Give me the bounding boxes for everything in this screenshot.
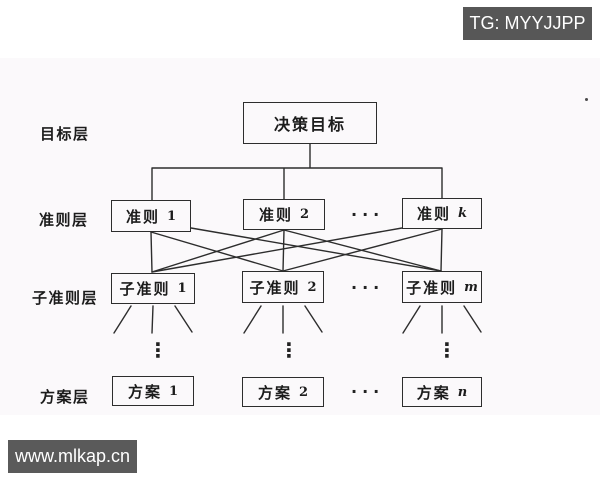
goal-box-label: 决策目标 <box>273 115 346 134</box>
subcriteria-1-label: 子准则 <box>119 280 171 298</box>
vertical-ellipsis-col3: ⋮ <box>437 338 457 362</box>
subcriteria-m-index: m <box>464 279 478 295</box>
subcriteria-2-label: 子准则 <box>249 278 301 297</box>
alternative-1-label: 方案 <box>127 382 162 401</box>
alternative-box-n: 方案 n <box>402 377 482 407</box>
alternative-box-1: 方案 1 <box>112 376 194 406</box>
goal-box: 决策目标 <box>243 102 377 144</box>
layer-label-alternatives: 方案层 <box>40 388 90 406</box>
subcriteria-1-index: 1 <box>177 281 187 296</box>
scan-speck <box>585 98 588 101</box>
vertical-ellipsis-col1: ⋮ <box>148 338 168 362</box>
subcriteria-box-2: 子准则 2 <box>242 271 324 303</box>
tg-watermark-badge: TG: MYYJJPP <box>463 7 592 40</box>
criteria-2-label: 准则 <box>258 206 293 224</box>
alternative-2-index: 2 <box>298 384 309 400</box>
criteria-k-label: 准则 <box>416 205 451 223</box>
criteria-1-label: 准则 <box>125 207 160 226</box>
subcriteria-m-label: 子准则 <box>406 278 458 297</box>
alternative-box-2: 方案 2 <box>242 377 324 407</box>
layer-label-criteria: 准则层 <box>39 211 89 229</box>
subcriteria-box-1: 子准则 1 <box>111 273 195 304</box>
alternative-2-label: 方案 <box>257 383 292 402</box>
criteria-k-index: k <box>458 206 468 221</box>
alternatives-row-ellipsis: ··· <box>351 382 385 401</box>
alternative-n-label: 方案 <box>416 383 451 402</box>
vertical-ellipsis-col2: ⋮ <box>279 338 299 362</box>
alternative-1-index: 1 <box>168 383 179 399</box>
criteria-box-k: 准则 k <box>402 198 482 229</box>
alternative-n-index: n <box>457 384 468 400</box>
criteria-box-1: 准则 1 <box>111 200 191 232</box>
criteria-box-2: 准则 2 <box>243 199 325 230</box>
subcriteria-box-m: 子准则 m <box>402 271 482 303</box>
criteria-row-ellipsis: ··· <box>351 205 385 224</box>
layer-label-subcriteria: 子准则层 <box>32 289 99 307</box>
criteria-1-index: 1 <box>166 208 177 224</box>
subcriteria-2-index: 2 <box>307 279 317 295</box>
subcriteria-row-ellipsis: ··· <box>351 278 385 297</box>
site-watermark-badge: www.mlkap.cn <box>8 440 137 473</box>
criteria-2-index: 2 <box>299 207 310 222</box>
layer-label-goal: 目标层 <box>40 125 90 143</box>
